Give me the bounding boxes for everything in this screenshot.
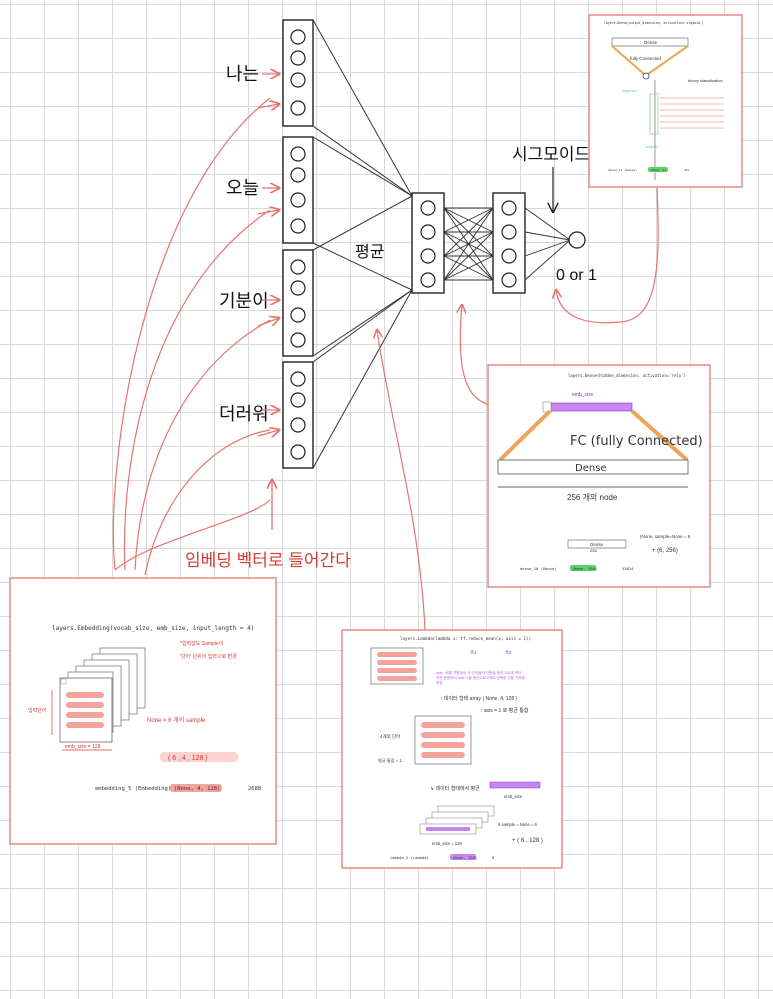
dense-hidden-dense-bar bbox=[497, 459, 689, 475]
lambda-body-note-1: axis : 배열 차원에서 각 단어들의 차원을 평균 128개 벡터, bbox=[436, 670, 522, 675]
lambda-side-label-1: 4개의 단어 bbox=[380, 733, 400, 740]
dense-hidden-shape-note: + (6, 256) bbox=[652, 548, 678, 554]
lambda-step-3: ↳ 데이터 형태에서 평균 bbox=[430, 785, 480, 792]
dense-hidden-small-dense: Dense bbox=[590, 542, 604, 547]
dense-hidden-dense-label: Dense bbox=[575, 463, 607, 474]
lambda-shape-note: + ( 6 , 128 ) bbox=[512, 838, 543, 844]
average-layer-neurons bbox=[420, 200, 436, 288]
word-label-1: 나는 bbox=[226, 64, 259, 84]
input-columns bbox=[282, 19, 314, 469]
dense-hidden-input-bar bbox=[549, 402, 633, 412]
lambda-side-label-2: 평균 통합 = 1 bbox=[378, 757, 402, 763]
embedding-summary-name: embedding_5 (Embedding) bbox=[95, 786, 171, 792]
word-column-neurons bbox=[290, 29, 306, 460]
dense-hidden-panel: layers.Dense(hidden_dimension, activatio… bbox=[487, 364, 711, 588]
dense-curve bbox=[460, 305, 491, 406]
dense-hidden-summary-params: 33024 bbox=[622, 566, 634, 571]
dense-out-red-lines bbox=[660, 97, 724, 129]
embedding-stack bbox=[59, 647, 146, 743]
output-label: 0 or 1 bbox=[556, 267, 597, 284]
lambda-none-note: 6 sample = None = 6 bbox=[498, 822, 538, 827]
embedding-summary-params: 2688 bbox=[248, 786, 261, 792]
embed-note: 임베딩 벡터로 들어간다 bbox=[185, 551, 351, 570]
embedding-summary-shape: (None, 4, 128) bbox=[174, 786, 220, 792]
dense-out-panel: layers.Dense(output_dimension, activatio… bbox=[588, 14, 743, 188]
dense-out-summary-params: 257 bbox=[684, 168, 690, 172]
dense-hidden-code: layers.Dense(hidden_dimension, activatio… bbox=[568, 373, 686, 378]
embedding-shape-note: ( 6 , 4 , 128 ) bbox=[168, 755, 208, 762]
lambda-axis-note-1: 축1 bbox=[470, 649, 477, 656]
embedding-width-label: emb_size = 128 bbox=[65, 744, 101, 750]
embedding-code: layers.Embedding(vocab_size, emb_size, i… bbox=[52, 625, 254, 632]
word-arrows bbox=[257, 74, 279, 436]
sigmoid-label: 시그모이드 bbox=[512, 145, 590, 164]
dense-out-code: layers.Dense(output_dimension, activatio… bbox=[604, 21, 704, 25]
dense-out-sigmoid-label: Sigmoid bbox=[622, 88, 636, 93]
converge-lines bbox=[312, 19, 413, 469]
word-label-4: 더러워 bbox=[219, 404, 269, 424]
output-curve bbox=[556, 187, 659, 324]
lambda-body-note-3: 변경 bbox=[436, 680, 443, 685]
lambda-summary-name: lambda_2 (Lambda) bbox=[390, 855, 429, 860]
lambda-body-note-2: 모든 문장에서 axis=1을 평균으로 2개로 압축한 것을 가져옴 bbox=[436, 675, 526, 680]
dense-out-summary-name: dense_11 (Dense) bbox=[608, 168, 637, 172]
lambda-summary-shape: (None, 128) bbox=[452, 855, 477, 860]
word-label-3: 기분이 bbox=[219, 291, 269, 311]
average-label: 평균 bbox=[355, 243, 384, 261]
dense-out-summary-shape: (None, 1) bbox=[650, 168, 666, 172]
dense-out-dense-label: Dense bbox=[644, 40, 658, 45]
hidden-layer-neurons bbox=[501, 200, 517, 288]
lambda-emb-label: emb_size bbox=[504, 794, 523, 799]
dense-out-arrow-note: binary classification bbox=[688, 78, 723, 83]
embedding-curves bbox=[112, 97, 271, 576]
lambda-purple-stack bbox=[419, 805, 495, 835]
dense-out-output-label: output bbox=[646, 144, 658, 149]
dense-hidden-node-label: 256 개의 node bbox=[567, 492, 618, 502]
lambda-width-label: emb_size = 128 bbox=[432, 841, 462, 846]
lambda-axis-note-2: 축2 bbox=[505, 649, 512, 656]
embedding-note-1: *입력값도 Sample이 bbox=[180, 640, 223, 647]
dense-hidden-summary-shape: (None, 256) bbox=[572, 566, 597, 571]
dense-hidden-none-note: (None, sample=None = 6 bbox=[640, 534, 691, 539]
lambda-summary-params: 0 bbox=[492, 855, 495, 860]
dense-hidden-small-dim: 256 bbox=[590, 548, 597, 553]
lambda-code: layers.Lambda(lambda x: tf.reduce_mean(x… bbox=[400, 636, 531, 641]
lambda-curve bbox=[377, 330, 426, 631]
lambda-step-2: ↑ axis = 1 로 평균 통합 bbox=[480, 707, 529, 714]
dense-hidden-summary-name: dense_10 (Dense) bbox=[520, 566, 557, 571]
embedding-note-2: '단어' 단위의 입력으로 변경 bbox=[180, 653, 237, 660]
fc-lines bbox=[443, 207, 571, 281]
lambda-panel: layers.Lambda(lambda x: tf.reduce_mean(x… bbox=[341, 629, 563, 869]
word-label-2: 오늘 bbox=[226, 178, 259, 198]
dense-hidden-fc-label: FC (fully Connected) bbox=[570, 434, 703, 449]
output-neuron bbox=[568, 231, 586, 249]
dense-hidden-emb-label: emb_size bbox=[572, 392, 594, 398]
embedding-panel: layers.Embedding(vocab_size, emb_size, i… bbox=[9, 577, 277, 845]
lambda-step-1: ↑ 데이터 형태 array ( None, 4, 128 ) bbox=[440, 695, 518, 702]
dense-out-fc-label: fully Connected bbox=[630, 56, 662, 61]
embedding-side-label: 입력단어 bbox=[28, 707, 46, 714]
embedding-none-note: None = 6 개의 sample bbox=[147, 716, 206, 724]
